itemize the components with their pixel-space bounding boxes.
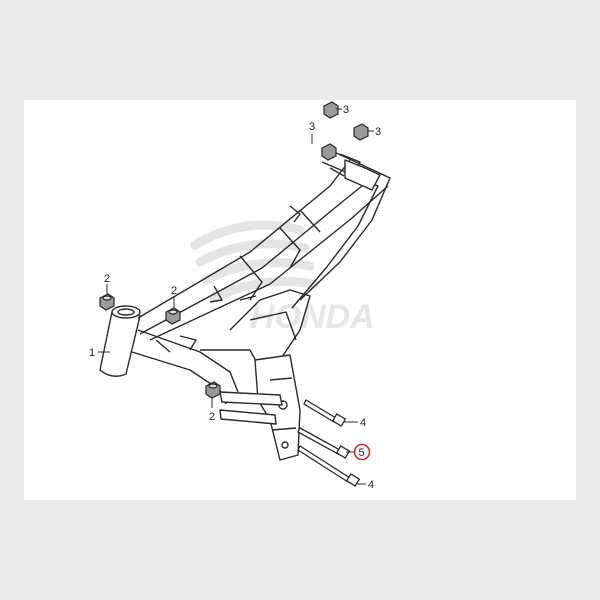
- nut-3-left: [321, 143, 337, 161]
- callout-2-lower: 2: [209, 411, 215, 423]
- honda-watermark: HONDA: [250, 298, 375, 336]
- nut-2-headtube: [99, 293, 115, 311]
- callout-4-upper: 4: [360, 417, 366, 429]
- bolt-5: [297, 427, 351, 459]
- callout-3-right: 3: [375, 126, 381, 138]
- callout-2-middle: 2: [171, 285, 177, 297]
- nut-3-right: [353, 123, 369, 141]
- nut-2-middle: [165, 307, 181, 325]
- callout-4-lower: 4: [368, 479, 374, 491]
- leader-lines: [98, 108, 374, 485]
- highlight-ring: [353, 443, 371, 461]
- motorcycle-frame: [99, 149, 391, 461]
- nut-3-top: [323, 101, 339, 119]
- honda-wing-logo: [190, 220, 319, 303]
- bolt-4-lower: [297, 445, 361, 487]
- bolt-4-upper: [303, 399, 347, 427]
- callout-1: 1: [89, 347, 95, 359]
- callout-3-left: 3: [309, 121, 315, 133]
- callout-2-headtube: 2: [104, 273, 110, 285]
- callout-5: 5: [359, 447, 365, 459]
- nut-2-lower: [205, 381, 221, 399]
- callout-3-top: 3: [343, 104, 349, 116]
